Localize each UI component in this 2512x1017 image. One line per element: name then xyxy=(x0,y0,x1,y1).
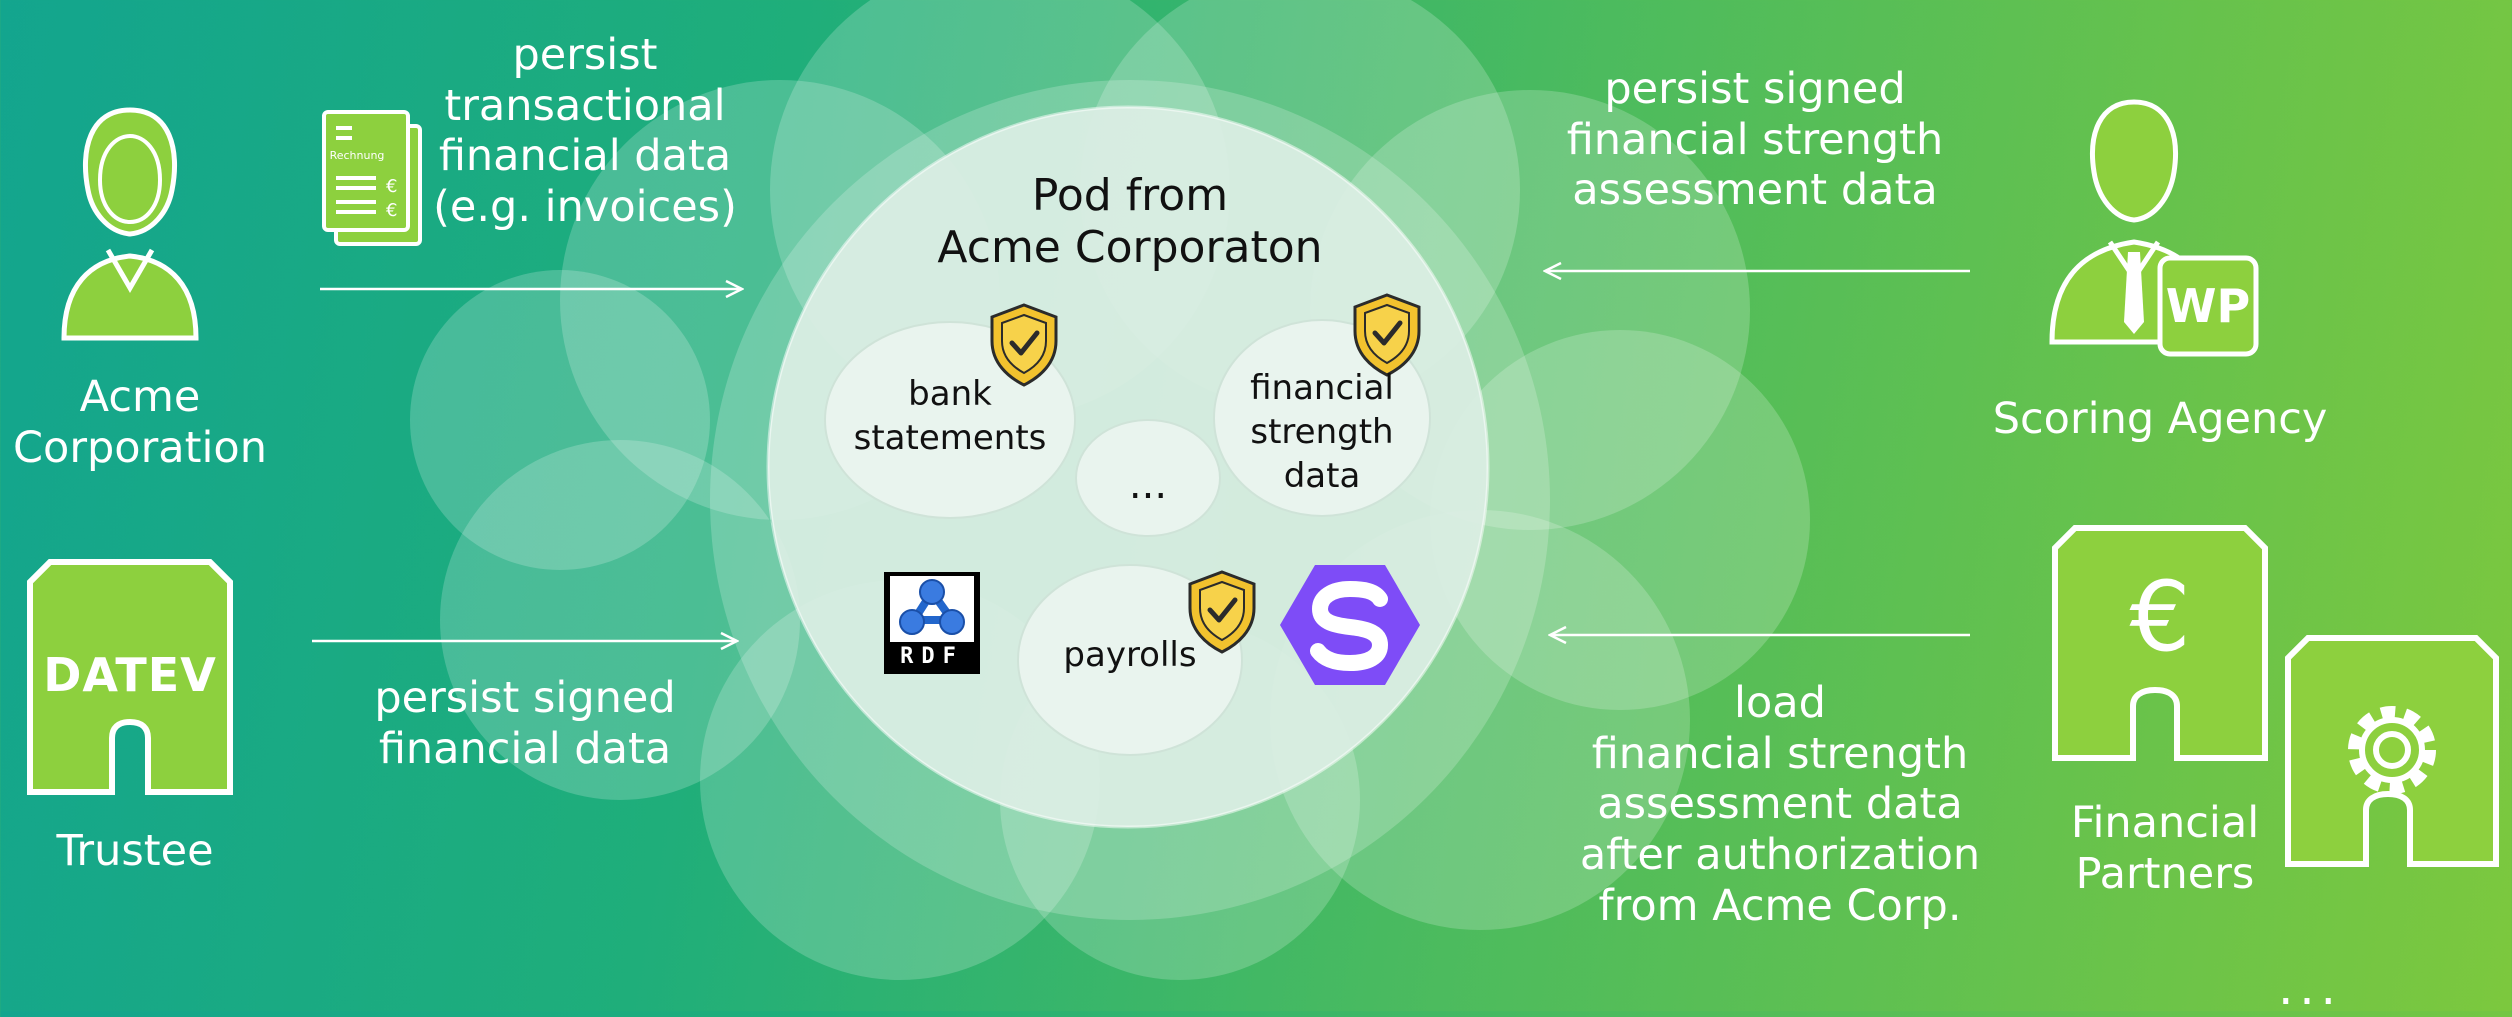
more-partners-ellipsis: ... xyxy=(2278,960,2342,1016)
building-icon xyxy=(27,559,233,795)
datev-logo: DATEV xyxy=(43,648,217,702)
businessman-icon: WP xyxy=(2049,99,2259,357)
rdf-label: RDF xyxy=(900,644,964,669)
bubble-label-payrolls: payrolls xyxy=(1063,635,1197,675)
shield-icon xyxy=(1188,570,1256,654)
gear-building-icon xyxy=(2285,635,2499,867)
rdf-logo-icon xyxy=(884,572,980,674)
invoice-label: Rechnung xyxy=(329,149,385,162)
bubble-label-financial-strength-data: financial strength data xyxy=(1250,368,1394,497)
flow-label-scoring-persist: persist signed financial strength assess… xyxy=(1566,64,1944,216)
flow-label-trustee-persist: persist signed financial data xyxy=(374,673,676,774)
partners-label: Financial Partners xyxy=(2070,798,2260,899)
svg-text:€: € xyxy=(386,176,397,197)
invoice-icon: € € xyxy=(322,110,422,246)
acme-label: Acme Corporation xyxy=(12,372,267,473)
scoring-badge-text: WP xyxy=(2166,279,2250,333)
trustee-label: Trustee xyxy=(56,826,214,876)
svg-text:€: € xyxy=(2129,561,2190,673)
pod-title: Pod from Acme Corporaton xyxy=(937,170,1323,273)
flow-label-acme-persist: persist transactional financial data (e.… xyxy=(433,30,737,233)
scoring-label: Scoring Agency xyxy=(1992,394,2328,444)
solid-logo-icon xyxy=(1280,565,1420,685)
shield-icon xyxy=(990,303,1058,387)
shield-icon xyxy=(1353,293,1421,377)
bubble-more[interactable] xyxy=(1075,419,1221,537)
svg-text:€: € xyxy=(386,200,397,221)
bubble-payrolls[interactable] xyxy=(1017,564,1243,756)
bubble-label-more: ... xyxy=(1128,462,1168,508)
euro-building-icon: € xyxy=(2052,525,2268,761)
user-icon xyxy=(61,107,199,341)
bubble-label-bank-statements: bank statements xyxy=(853,374,1047,459)
flow-label-partners-load: load financial strength assessment data … xyxy=(1579,678,1981,931)
